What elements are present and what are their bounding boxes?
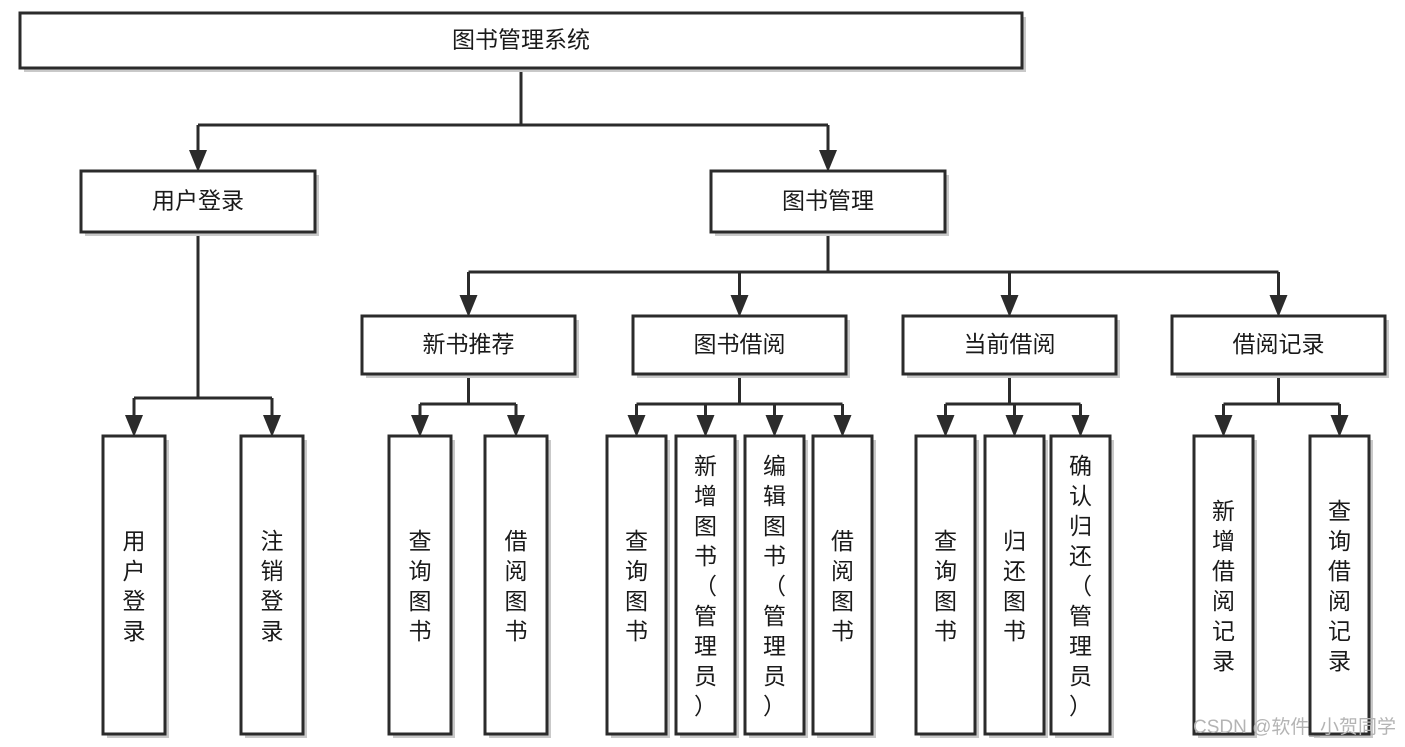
node-label: 查询图书 [934,528,957,644]
node-box[interactable] [605,434,668,736]
node-box[interactable] [239,434,305,736]
arrow-head-icon [1330,415,1349,437]
arrow-head-icon [819,150,837,172]
arrow-head-icon [125,415,143,437]
node-label: 查询图书 [409,528,432,644]
connector-group-book-manage [459,232,1288,317]
node-book-borrow[interactable]: 图书借阅 [631,314,850,378]
node-box[interactable] [631,314,848,376]
node-label: 当前借阅 [964,331,1056,357]
connector-group-root [189,68,837,172]
node-box[interactable] [360,314,577,376]
arrow-head-icon [627,415,646,437]
node-label: 查询图书 [625,528,648,644]
node-label: 图书管理系统 [452,27,590,53]
node-label: 新书推荐 [423,331,515,357]
node-box[interactable] [79,169,317,234]
node-box[interactable] [983,434,1046,736]
node-label: 注销登录 [261,528,284,644]
arrow-head-icon [765,415,784,437]
node-leaf-query-book-1[interactable]: 查询图书 [387,434,455,738]
node-layer: 图书管理系统用户登录图书管理新书推荐图书借阅当前借阅借阅记录用户登录注销登录查询… [18,11,1389,738]
node-book-manage[interactable]: 图书管理 [709,169,949,236]
node-box[interactable] [483,434,549,736]
node-user-login[interactable]: 用户登录 [79,169,319,236]
node-box[interactable] [1170,314,1387,376]
connector-group-current-borrow [936,374,1090,437]
node-box[interactable] [1192,434,1255,736]
arrow-head-icon [696,415,715,437]
connector-group-book-borrow [627,374,852,437]
node-label: 归还图书 [1003,528,1026,644]
node-leaf-return-book[interactable]: 归还图书 [983,434,1048,738]
node-leaf-edit-book-admin[interactable]: 编辑图书（管理员） [743,434,808,738]
connector-group-borrow-record [1214,374,1349,437]
node-box[interactable] [674,434,737,736]
node-box[interactable] [709,169,947,234]
node-box[interactable] [1049,434,1112,736]
node-box[interactable] [811,434,874,736]
node-leaf-add-book-admin[interactable]: 新增图书（管理员） [674,434,739,738]
node-label: 新增借阅记录 [1212,498,1235,674]
node-label: 借阅图书 [505,528,528,644]
arrow-head-icon [411,415,429,437]
arrow-head-icon [1269,295,1288,317]
node-current-borrow[interactable]: 当前借阅 [901,314,1120,378]
node-box[interactable] [18,11,1024,70]
arrow-head-icon [1005,415,1024,437]
arrow-head-icon [833,415,852,437]
node-borrow-record[interactable]: 借阅记录 [1170,314,1389,378]
node-new-book-recommend[interactable]: 新书推荐 [360,314,579,378]
node-leaf-confirm-return-admin[interactable]: 确认归还（管理员） [1049,434,1114,738]
node-box[interactable] [1308,434,1371,736]
node-label: 图书借阅 [694,331,786,357]
arrow-head-icon [1000,295,1019,317]
node-box[interactable] [101,434,167,736]
arrow-head-icon [1071,415,1090,437]
node-label: 借阅图书 [831,528,854,644]
node-box[interactable] [901,314,1118,376]
node-leaf-add-borrow-record[interactable]: 新增借阅记录 [1192,434,1257,738]
arrow-head-icon [936,415,955,437]
arrow-head-icon [189,150,207,172]
arrow-head-icon [730,295,749,317]
node-label: 用户登录 [152,188,244,214]
node-box[interactable] [387,434,453,736]
node-root[interactable]: 图书管理系统 [18,11,1026,72]
arrow-head-icon [263,415,281,437]
csdn-watermark: CSDN @软件_小贺同学 [1193,716,1396,738]
node-label: 确认归还（管理员） [1069,453,1092,719]
node-label: 新增图书（管理员） [694,453,717,719]
node-leaf-query-book-3[interactable]: 查询图书 [914,434,979,738]
arrow-head-icon [1214,415,1233,437]
node-label: 查询借阅记录 [1328,498,1351,674]
node-label: 图书管理 [782,188,874,214]
node-leaf-borrow-book-1[interactable]: 借阅图书 [483,434,551,738]
node-label: 用户登录 [123,528,146,644]
node-box[interactable] [914,434,977,736]
connector-group-new-book-recommend [411,374,525,437]
node-label: 借阅记录 [1233,331,1325,357]
node-leaf-query-book-2[interactable]: 查询图书 [605,434,670,738]
node-leaf-borrow-book-2[interactable]: 借阅图书 [811,434,876,738]
node-leaf-query-borrow-record[interactable]: 查询借阅记录 [1308,434,1373,738]
node-leaf-logout[interactable]: 注销登录 [239,434,307,738]
connector-layer [125,68,1349,437]
connector-group-user-login [125,232,281,437]
node-label: 编辑图书（管理员） [763,453,786,719]
arrow-head-icon [507,415,525,437]
node-box[interactable] [743,434,806,736]
arrow-head-icon [459,295,478,317]
node-leaf-user-login[interactable]: 用户登录 [101,434,169,738]
